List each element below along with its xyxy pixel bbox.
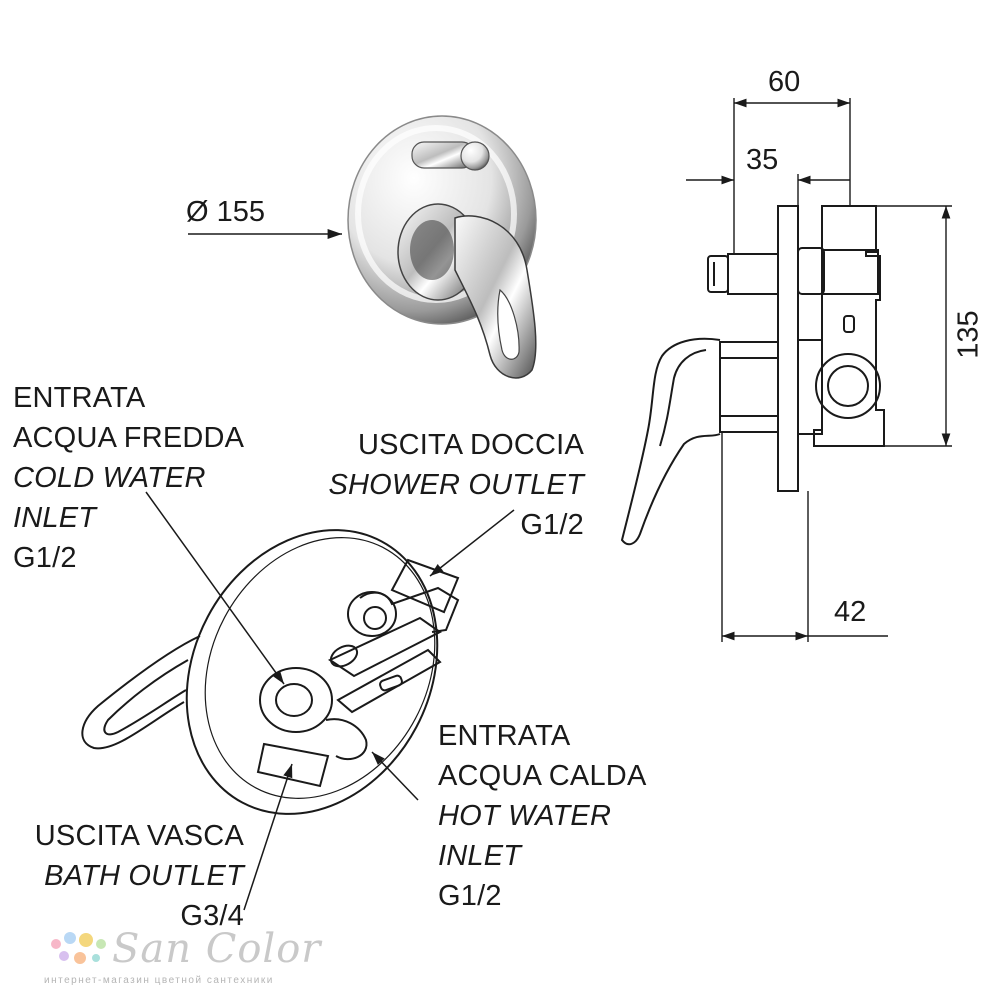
hot-inlet-thread: G1/2 xyxy=(438,880,502,912)
hot-inlet-en2: INLET xyxy=(438,840,522,872)
depth-total-label: 60 xyxy=(768,66,801,98)
label-cold-water-inlet: ENTRATA ACQUA FREDDA COLD WATER INLET G1… xyxy=(13,378,244,578)
cold-inlet-thread: G1/2 xyxy=(13,542,77,574)
cold-inlet-en2: INLET xyxy=(13,502,97,534)
hot-inlet-it2: ACQUA CALDA xyxy=(438,760,647,792)
watermark-tagline: интернет-магазин цветной сантехники xyxy=(44,975,274,986)
side-dimensions xyxy=(686,98,952,642)
shower-outlet-thread: G1/2 xyxy=(520,509,584,541)
bath-outlet-en: BATH OUTLET xyxy=(44,860,244,892)
cold-inlet-en: COLD WATER xyxy=(13,462,206,494)
cold-inlet-it2: ACQUA FREDDA xyxy=(13,422,245,454)
depth-body-label: 35 xyxy=(746,144,779,176)
bath-outlet-thread: G3/4 xyxy=(180,900,244,932)
leader-lines xyxy=(145,491,515,911)
label-hot-water-inlet: ENTRATA ACQUA CALDA HOT WATER INLET G1/2 xyxy=(438,716,647,916)
watermark-name: San Color xyxy=(112,926,322,972)
side-view xyxy=(620,205,885,546)
diameter-label: Ø 155 xyxy=(186,196,265,228)
shower-outlet-en: SHOWER OUTLET xyxy=(328,469,584,501)
rear-view xyxy=(81,529,460,815)
hot-inlet-it: ENTRATA xyxy=(438,720,571,752)
label-bath-outlet: USCITA VASCA BATH OUTLET G3/4 xyxy=(0,816,244,936)
cold-inlet-it: ENTRATA xyxy=(13,382,146,414)
bath-outlet-it: USCITA VASCA xyxy=(34,820,244,852)
height-label: 135 xyxy=(952,310,985,359)
shower-outlet-it: USCITA DOCCIA xyxy=(357,429,584,461)
mixer-photo xyxy=(347,115,537,379)
logo-icon xyxy=(51,932,106,964)
label-shower-outlet: USCITA DOCCIA SHOWER OUTLET G1/2 xyxy=(292,425,584,545)
hot-inlet-en: HOT WATER xyxy=(438,800,612,832)
lever-depth-label: 42 xyxy=(834,596,867,628)
